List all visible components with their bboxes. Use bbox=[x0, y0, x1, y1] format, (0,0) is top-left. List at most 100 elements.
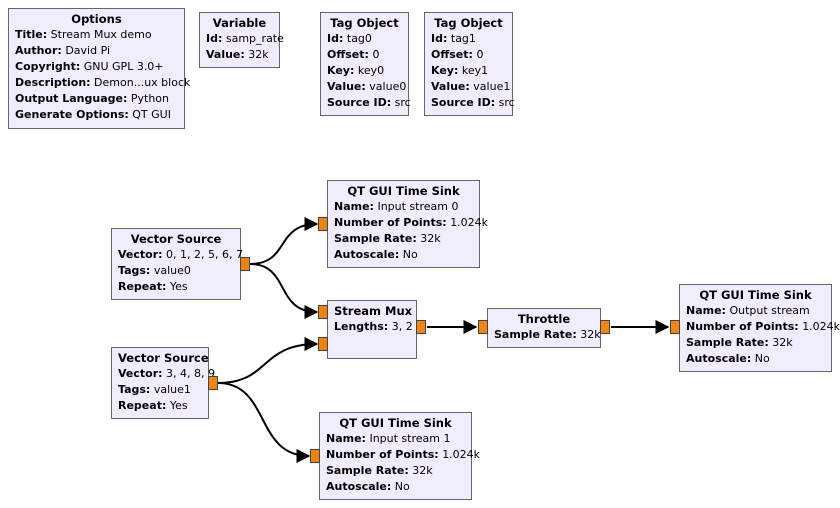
block-title: Stream Mux bbox=[334, 304, 413, 318]
throttle-out-port[interactable] bbox=[600, 320, 610, 334]
param-key: Offset: bbox=[431, 48, 473, 61]
vector-source-1-out-port[interactable] bbox=[208, 376, 218, 390]
param-value: Stream Mux demo bbox=[50, 28, 152, 41]
param-key: Value: bbox=[431, 80, 470, 93]
param-value: 0 bbox=[476, 48, 484, 61]
time-sink-output-in-port[interactable] bbox=[670, 320, 680, 334]
stream-mux-out-port[interactable] bbox=[416, 320, 426, 334]
param-key: Value: bbox=[327, 80, 366, 93]
throttle-block[interactable]: Throttle Sample Rate: 32k bbox=[487, 308, 601, 348]
param-value: Yes bbox=[169, 399, 188, 412]
param-key: Repeat: bbox=[118, 280, 167, 293]
param-key: Output Language: bbox=[15, 92, 128, 105]
throttle-in-port[interactable] bbox=[478, 320, 488, 334]
param-key: Autoscale: bbox=[326, 480, 392, 493]
param-row: Description: Demon...ux block bbox=[15, 75, 190, 91]
param-value: 32k bbox=[772, 336, 793, 349]
param-key: Name: bbox=[326, 432, 366, 445]
param-row: Sample Rate: 32k bbox=[686, 335, 825, 351]
param-row: Repeat: Yes bbox=[118, 398, 202, 414]
block-title: Variable bbox=[212, 16, 267, 30]
param-value: 32k bbox=[248, 48, 269, 61]
param-value: 3, 2 bbox=[391, 320, 413, 333]
param-row: Autoscale: No bbox=[326, 479, 465, 495]
stream-mux-in0-port[interactable] bbox=[318, 305, 328, 319]
param-value: Demon...ux block bbox=[94, 76, 191, 89]
param-key: Id: bbox=[206, 32, 223, 45]
param-key: Lengths: bbox=[334, 320, 389, 333]
vector-source-0-out-port[interactable] bbox=[240, 257, 250, 271]
param-row: Key: key0 bbox=[327, 63, 402, 79]
param-key: Vector: bbox=[118, 248, 163, 261]
block-title: Tag Object bbox=[434, 16, 503, 30]
param-row: Autoscale: No bbox=[686, 351, 825, 367]
param-value: No bbox=[754, 352, 770, 365]
param-key: Tags: bbox=[118, 264, 151, 277]
param-row: Number of Points: 1.024k bbox=[686, 319, 840, 335]
param-value: 32k bbox=[580, 328, 601, 341]
param-row: Sample Rate: 32k bbox=[334, 231, 473, 247]
param-key: Id: bbox=[431, 32, 448, 45]
block-title: QT GUI Time Sink bbox=[699, 288, 812, 302]
param-key: Number of Points: bbox=[686, 320, 799, 333]
param-row: Author: David Pi bbox=[15, 43, 178, 59]
param-key: Sample Rate: bbox=[334, 232, 417, 245]
param-row: Lengths: 3, 2 bbox=[334, 319, 413, 335]
block-title: Throttle bbox=[517, 312, 571, 326]
param-row: Key: key1 bbox=[431, 63, 506, 79]
stream-mux-block[interactable]: Stream Mux Lengths: 3, 2 bbox=[327, 300, 417, 359]
time-sink-input0-in-port[interactable] bbox=[318, 217, 328, 231]
wire-vsrc0-to-mux-in0[interactable] bbox=[249, 263, 319, 319]
param-value: tag0 bbox=[346, 32, 372, 45]
param-value: 1.024k bbox=[802, 320, 840, 333]
param-value: value0 bbox=[153, 264, 191, 277]
param-value: key1 bbox=[461, 64, 489, 77]
param-row: Name: Input stream 1 bbox=[326, 431, 465, 447]
param-key: Key: bbox=[327, 64, 355, 77]
param-value: value0 bbox=[369, 80, 407, 93]
param-key: Source ID: bbox=[431, 96, 496, 109]
param-value: src bbox=[498, 96, 515, 109]
param-row: Name: Input stream 0 bbox=[334, 199, 473, 215]
param-key: Autoscale: bbox=[686, 352, 752, 365]
param-row: Number of Points: 1.024k bbox=[334, 215, 488, 231]
param-row: Source ID: src bbox=[327, 95, 411, 111]
param-value: tag1 bbox=[450, 32, 476, 45]
param-value: QT GUI bbox=[132, 108, 171, 121]
param-value: src bbox=[394, 96, 411, 109]
param-key: Value: bbox=[206, 48, 245, 61]
param-value: 32k bbox=[412, 464, 433, 477]
param-key: Repeat: bbox=[118, 399, 167, 412]
param-value: David Pi bbox=[65, 44, 111, 57]
param-row: Offset: 0 bbox=[431, 47, 506, 63]
param-key: Vector: bbox=[118, 367, 163, 380]
param-row: Autoscale: No bbox=[334, 247, 473, 263]
param-key: Number of Points: bbox=[334, 216, 447, 229]
param-value: samp_rate bbox=[225, 32, 284, 45]
time-sink-input1-in-port[interactable] bbox=[310, 449, 320, 463]
param-key: Author: bbox=[15, 44, 62, 57]
wire-vsrc1-to-mux-in1[interactable] bbox=[217, 337, 319, 384]
param-row: Vector: 3, 4, 8, 9 bbox=[118, 366, 215, 382]
param-key: Tags: bbox=[118, 383, 151, 396]
wire-vsrc0-to-sink0[interactable] bbox=[249, 217, 319, 265]
param-row: Sample Rate: 32k bbox=[494, 327, 601, 343]
block-title: QT GUI Time Sink bbox=[339, 416, 452, 430]
param-value: Yes bbox=[169, 280, 188, 293]
param-key: Offset: bbox=[327, 48, 369, 61]
param-value: Input stream 1 bbox=[369, 432, 451, 445]
stream-mux-in1-port[interactable] bbox=[318, 337, 328, 351]
param-row: Value: value0 bbox=[327, 79, 406, 95]
param-row: Vector: 0, 1, 2, 5, 6, 7 bbox=[118, 247, 243, 263]
wire-vsrc1-to-sink1[interactable] bbox=[217, 382, 311, 463]
